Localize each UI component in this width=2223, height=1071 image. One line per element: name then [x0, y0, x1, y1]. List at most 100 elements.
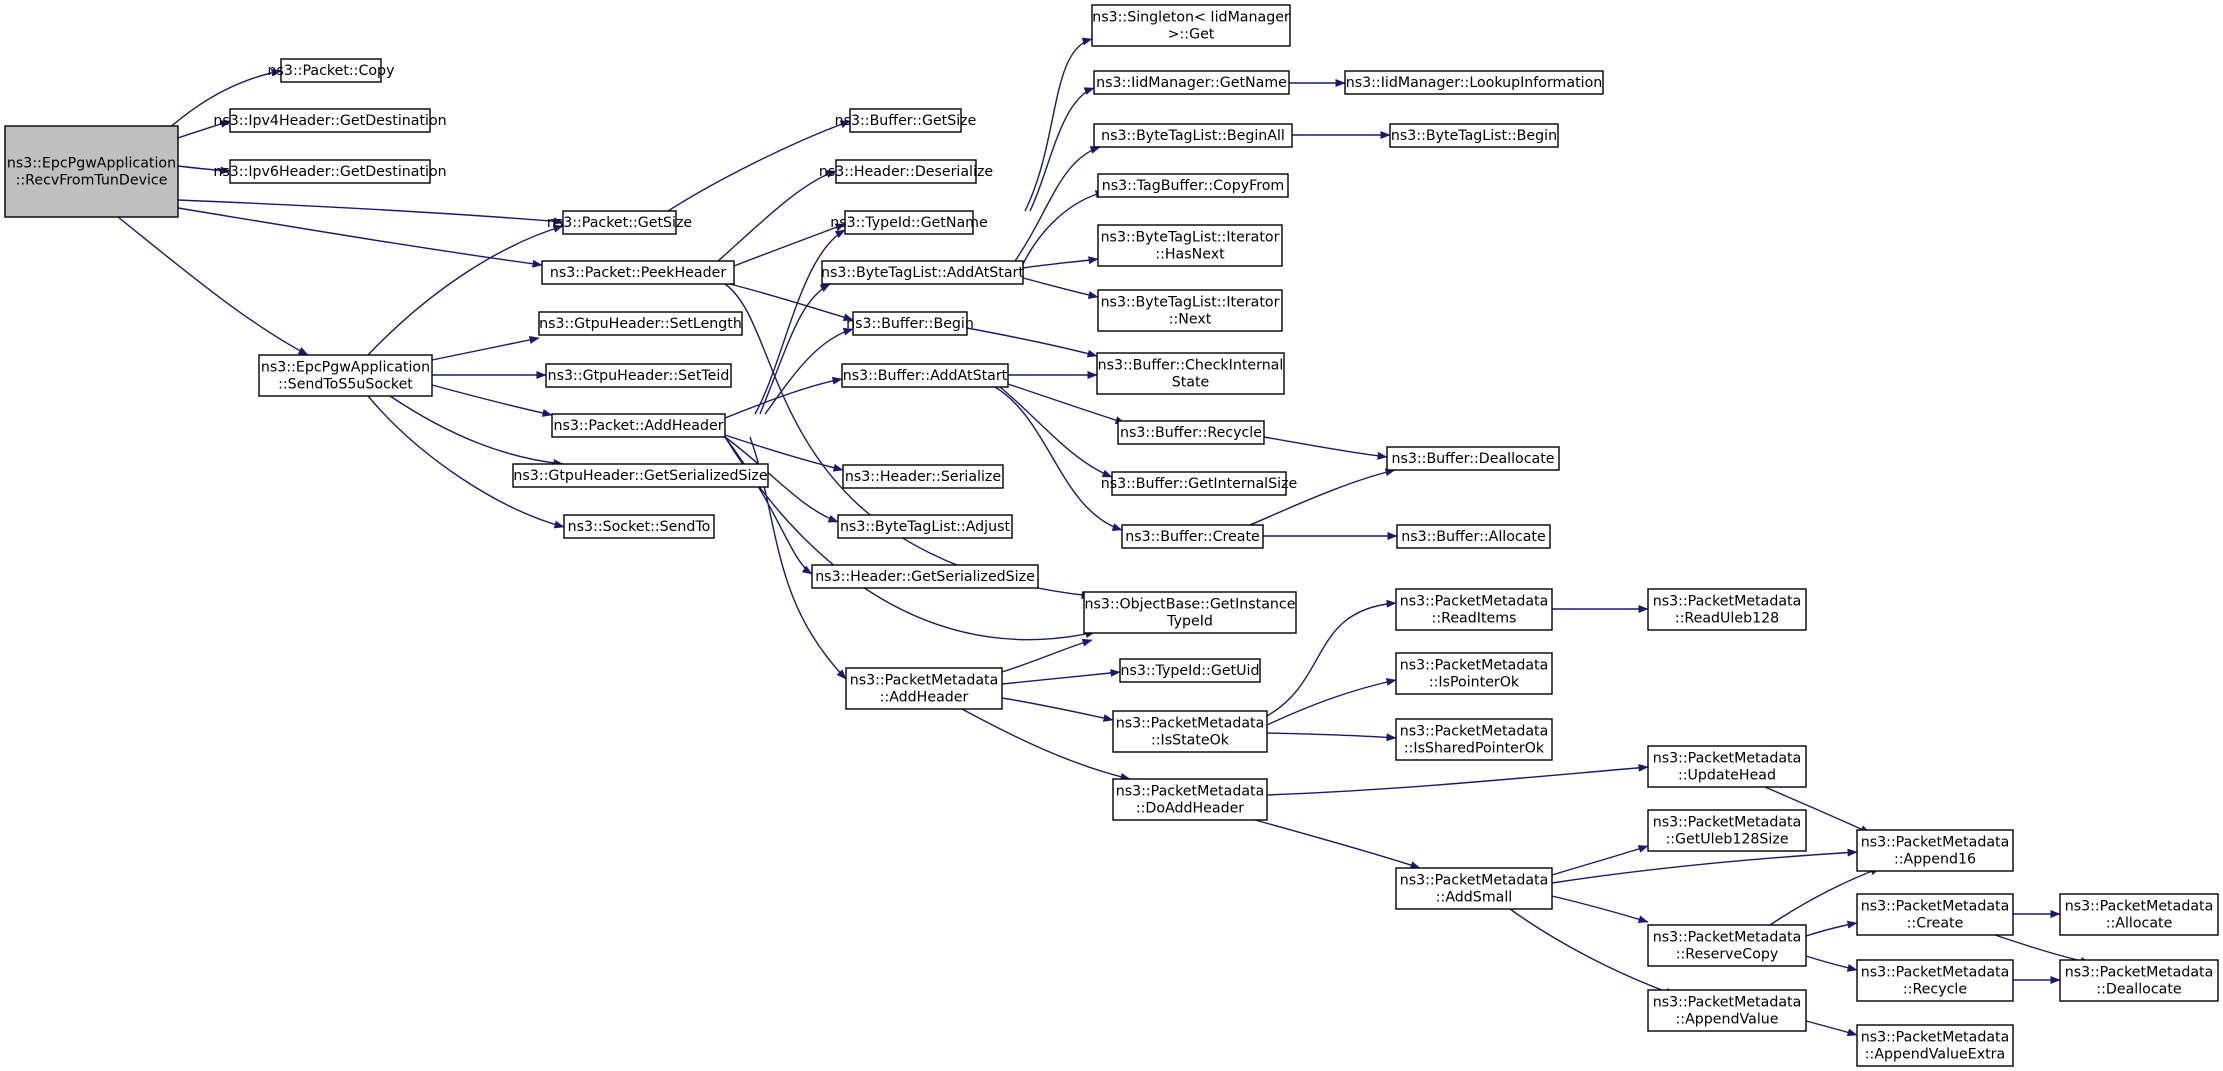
node-buffer-allocate[interactable]: ns3::Buffer::Allocate [1396, 524, 1551, 549]
node-bytetaglist-addatstart[interactable]: ns3::ByteTagList::AddAtStart [821, 260, 1024, 285]
node-box [1097, 224, 1283, 267]
node-buffer-begin[interactable]: ns3::Buffer::Begin [846, 311, 974, 336]
node-label: ns3::Buffer::GetInternalSize [1101, 476, 1297, 492]
node-pm-append16[interactable]: ns3::PacketMetadata::Append16 [1856, 829, 2014, 872]
node-pm-create[interactable]: ns3::PacketMetadata::Create [1856, 893, 2014, 936]
edge-pm_create-to-pm_deallocate [1994, 934, 2091, 965]
node-box [1395, 588, 1553, 631]
node-pm-doaddheader[interactable]: ns3::PacketMetadata::DoAddHeader [1112, 778, 1268, 821]
node-pm-ispointerok[interactable]: ns3::PacketMetadata::IsPointerOk [1395, 652, 1553, 695]
edge-root-to-packet_getsize [177, 199, 564, 226]
node-pm-addheader[interactable]: ns3::PacketMetadata::AddHeader [845, 667, 1003, 710]
node-gtpu-setteid[interactable]: ns3::GtpuHeader::SetTeid [545, 363, 732, 388]
node-tagbuffer-copyfrom[interactable]: ns3::TagBuffer::CopyFrom [1097, 173, 1289, 198]
node-buffer-getinternalsize[interactable]: ns3::Buffer::GetInternalSize [1101, 471, 1297, 496]
node-label: ns3::Buffer::Begin [846, 316, 974, 332]
node-pm-readitems[interactable]: ns3::PacketMetadata::ReadItems [1395, 588, 1553, 631]
edge-pm_updatehead-to-pm_append16 [1764, 786, 1871, 834]
edge-packet_peekheader-to-header_deserialize [717, 170, 837, 262]
node-label: ns3::TypeId::GetName [830, 215, 987, 231]
node-socket-sendto[interactable]: ns3::Socket::SendTo [563, 514, 715, 539]
node-bytetaglist-begin[interactable]: ns3::ByteTagList::Begin [1389, 123, 1559, 148]
node-label: ns3::Buffer::Allocate [1401, 529, 1545, 545]
node-box [2059, 893, 2219, 936]
edge-pm_addsmall-to-pm_getuleb128size [1551, 845, 1649, 876]
node-pm-issharedpointerok[interactable]: ns3::PacketMetadata::IsSharedPointerOk [1395, 718, 1553, 761]
edge-packet_addheader-to-typeid_getname [754, 229, 846, 415]
node-buffer-create[interactable]: ns3::Buffer::Create [1121, 524, 1264, 549]
edge-pm_doaddheader-to-pm_updatehead [1266, 763, 1649, 796]
node-packet-getsize[interactable]: ns3::Packet::GetSize [547, 210, 692, 235]
edge-typeid_getname-to-iid_getname [1029, 87, 1095, 212]
node-ipv4-getdest[interactable]: ns3::Ipv4Header::GetDestination [213, 108, 447, 133]
node-header-getserialized[interactable]: ns3::Header::GetSerializedSize [811, 564, 1039, 589]
node-pm-appendvalueextra[interactable]: ns3::PacketMetadata::AppendValueExtra [1856, 1024, 2014, 1067]
node-box [229, 108, 431, 133]
node-packet-addheader[interactable]: ns3::Packet::AddHeader [551, 413, 726, 438]
node-pm-reservecopy[interactable]: ns3::PacketMetadata::ReserveCopy [1647, 924, 1807, 967]
node-header-serialize[interactable]: ns3::Header::Serialize [842, 464, 1004, 489]
node-label: ::AddSmall [1436, 890, 1512, 906]
node-pm-readuleb128[interactable]: ns3::PacketMetadata::ReadUleb128 [1647, 588, 1807, 631]
node-gtpu-getserialized[interactable]: ns3::GtpuHeader::GetSerializedSize [512, 463, 769, 488]
node-buffer-addatstart[interactable]: ns3::Buffer::AddAtStart [841, 363, 1009, 388]
node-header-deserialize[interactable]: ns3::Header::Deserialize [819, 159, 993, 184]
node-buffer-recycle[interactable]: ns3::Buffer::Recycle [1117, 420, 1265, 445]
node-box [1119, 658, 1261, 683]
node-box [821, 260, 1024, 285]
node-ipv6-getdest[interactable]: ns3::Ipv6Header::GetDestination [213, 159, 447, 184]
node-iid-lookupinfo[interactable]: ns3::IidManager::LookupInformation [1344, 70, 1604, 95]
node-typeid-getuid[interactable]: ns3::TypeId::GetUid [1119, 658, 1261, 683]
node-packet-copy[interactable]: ns3::Packet::Copy [268, 58, 395, 83]
node-label: ::IsSharedPointerOk [1404, 741, 1545, 757]
node-bytetaglist-beginall[interactable]: ns3::ByteTagList::BeginAll [1093, 123, 1293, 148]
node-pm-updatehead[interactable]: ns3::PacketMetadata::UpdateHead [1647, 745, 1807, 788]
node-buffer-deallocate[interactable]: ns3::Buffer::Deallocate [1386, 446, 1560, 471]
edge-pm_addheader-to-typeid_getuid [1001, 668, 1121, 685]
node-label: ns3::PacketMetadata [1116, 784, 1265, 800]
node-pm-isstateok[interactable]: ns3::PacketMetadata::IsStateOk [1112, 710, 1268, 753]
node-pm-allocate[interactable]: ns3::PacketMetadata::Allocate [2059, 893, 2219, 936]
node-box [844, 210, 974, 235]
node-pm-appendvalue[interactable]: ns3::PacketMetadata::AppendValue [1647, 989, 1807, 1032]
node-box [1097, 289, 1283, 332]
node-btl-iter-hasnext[interactable]: ns3::ByteTagList::Iterator::HasNext [1097, 224, 1283, 267]
node-box [551, 413, 726, 438]
edge-packet_addheader-to-bytetaglist_addatstart [759, 283, 831, 415]
node-sendtos5u[interactable]: ns3::EpcPgwApplication::SendToS5uSocket [258, 354, 433, 397]
node-iid-getname[interactable]: ns3::IidManager::GetName [1093, 70, 1290, 95]
node-box [845, 667, 1003, 710]
node-packet-peekheader[interactable]: ns3::Packet::PeekHeader [541, 260, 735, 285]
node-btl-iter-next[interactable]: ns3::ByteTagList::Iterator::Next [1097, 289, 1283, 332]
node-buffer-getsize[interactable]: ns3::Buffer::GetSize [835, 108, 977, 133]
node-label: ns3::Header::GetSerializedSize [815, 569, 1035, 585]
node-label: ::ReadUleb128 [1675, 611, 1779, 627]
edge-pm_appendvalue-to-pm_appendvalueextra [1805, 1020, 1858, 1037]
node-box [562, 210, 677, 235]
node-pm-deallocate[interactable]: ns3::PacketMetadata::Deallocate [2059, 959, 2219, 1002]
node-bytetaglist-adjust[interactable]: ns3::ByteTagList::Adjust [837, 514, 1013, 539]
edge-buffer_addatstart-to-buffer_getinternalsize [999, 386, 1113, 478]
node-gtpu-setlength[interactable]: ns3::GtpuHeader::SetLength [538, 311, 743, 336]
node-box [837, 514, 1013, 539]
node-label: ns3::Packet::GetSize [547, 215, 692, 231]
node-pm-getuleb128size[interactable]: ns3::PacketMetadata::GetUleb128Size [1647, 809, 1807, 852]
node-typeid-getname[interactable]: ns3::TypeId::GetName [830, 210, 988, 235]
node-label: ::IsStateOk [1151, 733, 1230, 749]
node-box [1647, 989, 1807, 1032]
node-box [1083, 591, 1297, 634]
node-root[interactable]: ns3::EpcPgwApplication::RecvFromTunDevic… [4, 125, 179, 218]
node-label: >::Get [1168, 27, 1215, 43]
node-singleton-get[interactable]: ns3::Singleton< IidManager >::Get [1091, 4, 1291, 47]
node-label: ns3::Buffer::CheckInternal [1098, 358, 1284, 374]
node-box [1647, 809, 1807, 852]
node-label: ns3::TagBuffer::CopyFrom [1102, 178, 1285, 194]
edge-typeid_getname-to-singleton_get [1024, 37, 1093, 212]
node-pm-addsmall[interactable]: ns3::PacketMetadata::AddSmall [1395, 867, 1553, 910]
node-label: ns3::Packet::Copy [268, 63, 395, 79]
node-pm-recycle[interactable]: ns3::PacketMetadata::Recycle [1856, 959, 2014, 1002]
node-label: ns3::PacketMetadata [1653, 995, 1802, 1011]
